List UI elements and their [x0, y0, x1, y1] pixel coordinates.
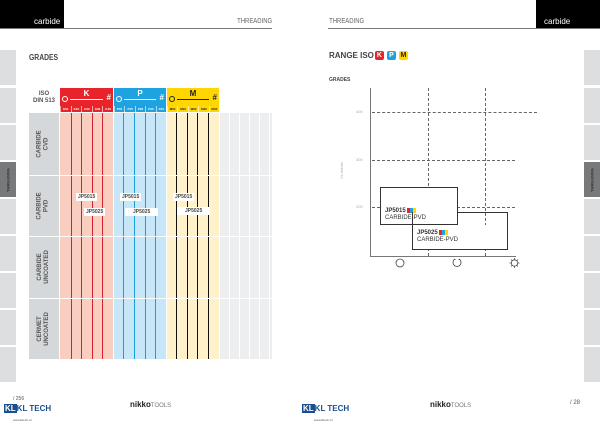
section-label: THREADING: [237, 18, 273, 25]
row-header-pvd: CARBIDE PVD: [29, 175, 59, 236]
side-tab[interactable]: [0, 125, 16, 160]
circle-icon: [116, 96, 122, 102]
side-tab[interactable]: [0, 199, 16, 234]
grade-label: JP5025: [125, 208, 159, 216]
grade-label: JP5015: [120, 193, 142, 201]
page-number-left: / 256: [13, 396, 25, 402]
range-box-jp5015: JP5015 CARBIDE-PVD: [380, 187, 458, 225]
row-header-uncoated: CARBIDE UNCOATED: [29, 236, 59, 298]
group-header-m: M#: [167, 88, 219, 106]
side-tab[interactable]: [0, 88, 16, 123]
y-tick: 200: [356, 204, 363, 209]
range-iso-title: RANGE ISO K P M: [329, 51, 408, 60]
header-tag-right: carbide: [536, 0, 600, 28]
gridline: [372, 112, 537, 113]
group-header-p: P#: [114, 88, 166, 106]
header-rule: [328, 28, 600, 29]
side-tab[interactable]: [584, 273, 600, 308]
hash-icon: #: [212, 93, 217, 102]
grade-label: JP5025: [177, 207, 211, 215]
side-tab[interactable]: [584, 125, 600, 160]
side-tab[interactable]: [584, 347, 600, 382]
side-tab[interactable]: [584, 88, 600, 123]
header-tag-text: carbide: [34, 17, 61, 26]
iso-text: ISO: [38, 91, 50, 97]
row-header-cvd: CARBIDE CVD: [29, 113, 59, 175]
section-label: THREADING: [329, 18, 365, 25]
unstable-icon: [509, 258, 520, 268]
stable-icon: [395, 258, 405, 268]
circle-icon: [169, 96, 175, 102]
kltech-logo: KLKL TECH: [4, 404, 52, 413]
side-tab[interactable]: [0, 347, 16, 382]
badge-p: P: [386, 51, 396, 60]
range-box-jp5025-body: JP5025 CARBIDE-PVD: [412, 225, 508, 250]
y-axis: [370, 88, 371, 256]
hash-icon: #: [106, 93, 111, 102]
row-divider: [29, 236, 272, 237]
row-divider: [29, 175, 272, 176]
side-tab[interactable]: [584, 50, 600, 85]
header-rule: [0, 28, 272, 29]
side-tab[interactable]: [584, 236, 600, 271]
nikko-logo: nikkoTOOLS: [130, 400, 172, 409]
x-axis: [370, 256, 516, 257]
side-tab[interactable]: [0, 236, 16, 271]
gridline: [372, 160, 515, 161]
side-tab[interactable]: [0, 310, 16, 345]
y-tick: 300: [356, 157, 363, 162]
badge-k: K: [374, 51, 384, 60]
side-tab-threading[interactable]: THREADING: [584, 162, 600, 197]
page-number-right: / 28: [570, 400, 581, 406]
page-title: GRADES: [29, 53, 59, 62]
grade-label: JP5025: [84, 208, 106, 216]
medium-icon: [452, 258, 462, 267]
side-tab[interactable]: [0, 50, 16, 85]
grade-label: JP5015: [76, 193, 98, 201]
grade-label: JP5015: [173, 193, 195, 201]
gridline: [428, 88, 429, 256]
y-tick: 400: [356, 109, 363, 114]
side-tab[interactable]: [584, 199, 600, 234]
din-text: DIN 513: [32, 98, 55, 104]
url-right: www.kltech.cz: [314, 418, 333, 422]
circle-icon: [62, 96, 68, 102]
row-divider: [29, 298, 272, 299]
nikko-logo-right: nikkoTOOLS: [430, 400, 472, 409]
row-header-cermet: CERMET UNCOATED: [29, 298, 59, 359]
hash-icon: #: [159, 93, 164, 102]
y-axis-label: Vc m/min: [338, 162, 344, 179]
badge-m: M: [398, 51, 408, 60]
side-tab-threading[interactable]: THREADING: [0, 162, 16, 197]
gridline: [485, 88, 486, 256]
chart-label: GRADES: [329, 77, 351, 83]
side-tab[interactable]: [0, 273, 16, 308]
group-header-k: K#: [60, 88, 113, 106]
side-tab-label: THREADING: [5, 167, 11, 192]
header-tag-left: carbide: [0, 0, 64, 28]
url-left: www.kltech.cz: [13, 418, 32, 422]
kltech-logo-right: KLKL TECH: [302, 404, 350, 413]
iso-label: ISO DIN 513: [29, 91, 59, 105]
side-tab[interactable]: [584, 310, 600, 345]
